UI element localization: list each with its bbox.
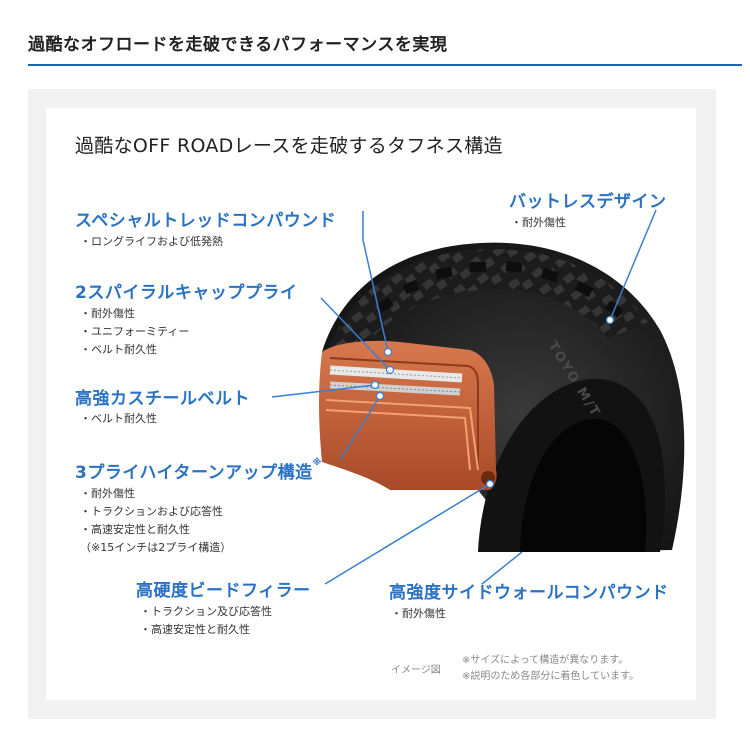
bullet-item: ・ベルト耐久性 <box>80 412 157 425</box>
label-special-tread-compound: スペシャルトレッドコンパウンド <box>75 211 337 231</box>
notes: ※サイズによって構造が異なります。 ※説明のため各部分に着色しています。 <box>462 653 639 685</box>
leader-lines <box>271 209 657 585</box>
bullet-item: ・ベルト耐久性 <box>80 343 157 356</box>
bullets-steel-belt: ・ベルト耐久性 <box>80 410 157 428</box>
bullet-item: ・ユニフォーミティー <box>80 325 190 338</box>
label-sidewall-compound: 高強度サイドウォールコンパウンド <box>389 583 669 603</box>
bullet-item: ・耐外傷性 <box>391 607 446 620</box>
label-text: 3プライハイターンアップ構造 <box>75 463 313 483</box>
bullet-item: ・耐外傷性 <box>80 307 135 320</box>
bullet-item: ・トラクション及び応答性 <box>140 605 272 618</box>
bullet-item: ・高速安定性と耐久性 <box>140 623 250 636</box>
note-item: ※説明のため各部分に着色しています。 <box>462 671 640 682</box>
diagram-title: 過酷なOFF ROADレースを走破するタフネス構造 <box>75 135 503 157</box>
bullets-3ply-high-turnup: ・耐外傷性 ・トラクションおよび応答性 ・高速安定性と耐久性 （※15インチは2… <box>80 485 231 557</box>
bullets-sidewall-compound: ・耐外傷性 <box>391 605 446 623</box>
bullets-special-tread-compound: ・ロングライフおよび低発熱 <box>80 233 223 251</box>
label-buttress-design: バットレスデザイン <box>509 192 667 212</box>
section-title: 過酷なオフロードを走破できるパフォーマンスを実現 <box>28 35 448 55</box>
footnote-mark: ※ <box>312 458 322 468</box>
bullets-bead-filler: ・トラクション及び応答性 ・高速安定性と耐久性 <box>140 603 272 639</box>
label-3ply-high-turnup: 3プライハイターンアップ構造※ <box>75 458 322 483</box>
bullet-item: ・耐外傷性 <box>80 487 135 500</box>
tire-body: TOYO M/T <box>322 242 685 553</box>
bullet-item: ・耐外傷性 <box>511 216 566 229</box>
label-spiral-cap-ply: 2スパイラルキャッププライ <box>75 283 298 303</box>
bullets-buttress-design: ・耐外傷性 <box>511 214 566 232</box>
note-item: ※サイズによって構造が異なります。 <box>462 655 629 666</box>
bullet-item: ・ロングライフおよび低発熱 <box>80 235 223 248</box>
casing-cross-section <box>319 340 497 490</box>
label-bead-filler: 高硬度ビードフィラー <box>136 581 311 601</box>
label-steel-belt: 高強カスチールベルト <box>75 389 250 409</box>
bullets-spiral-cap-ply: ・耐外傷性 ・ユニフォーミティー ・ベルト耐久性 <box>80 305 189 359</box>
bullet-item: ・高速安定性と耐久性 <box>80 523 190 536</box>
bullet-item: （※15インチは2プライ構造） <box>80 541 232 554</box>
title-underline <box>28 64 742 66</box>
image-label: イメージ図 <box>391 665 441 676</box>
bullet-item: ・トラクションおよび応答性 <box>80 505 223 518</box>
